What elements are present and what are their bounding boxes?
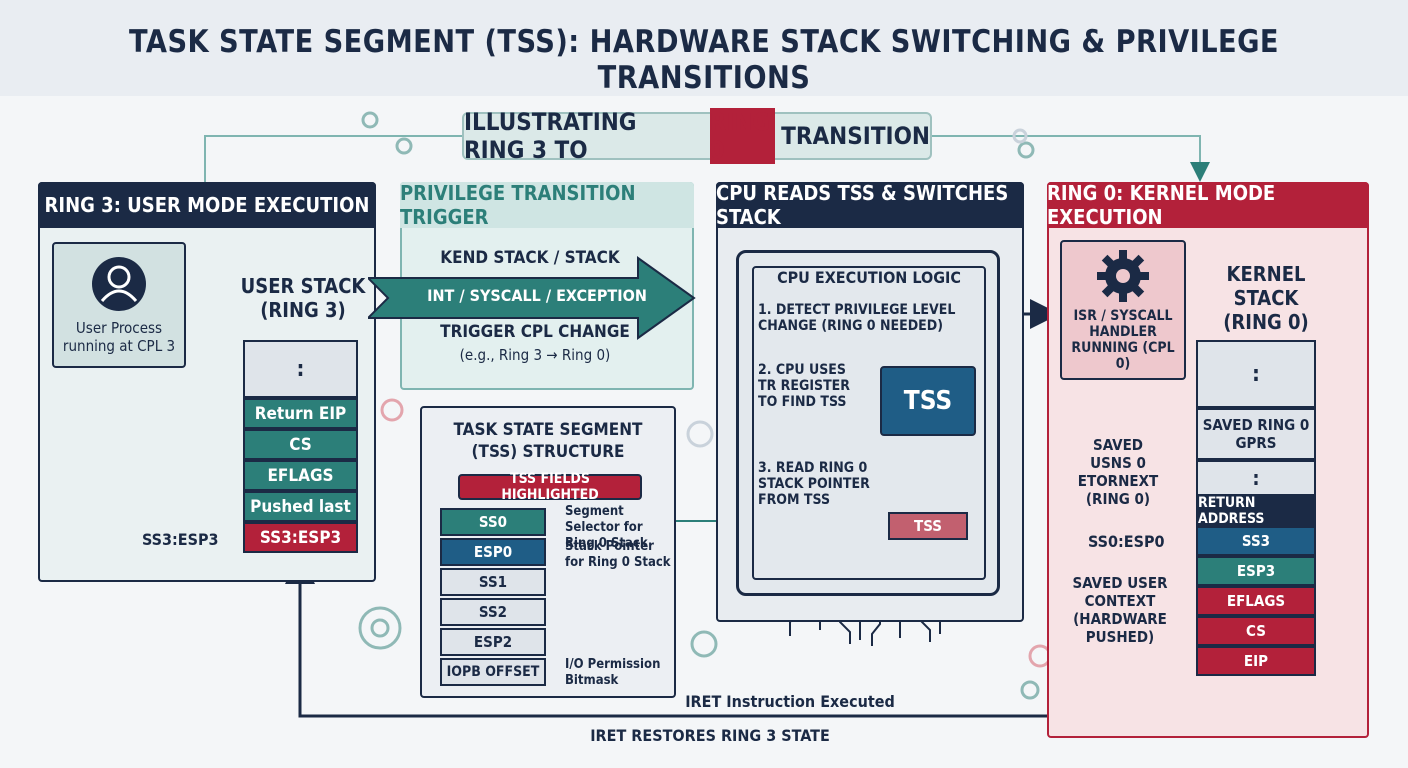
title-bar [0,0,1408,96]
trigger-bottom-line1: TRIGGER CPL CHANGE [440,322,630,342]
kernel-stack-pointer-label: SS0:ESP0 [1088,532,1165,551]
tss-chip-box: TSS [880,366,976,436]
tss-field: SS0 [440,508,546,536]
kernel-stack-slot: CS [1196,616,1316,646]
kernel-stack-slot: RETURN ADDRESS [1196,495,1316,527]
handler-card: ISR / SYSCALL HANDLER RUNNING (CPL 0) [1060,240,1186,380]
tss-note-esp0: Stack Pointer for Ring 0 Stack [565,539,671,570]
tss-fields-badge: TSS FIELDS HIGHLIGHTED [458,471,642,503]
cpu-logic-box [752,266,986,580]
user-stack-slot: CS [243,429,358,460]
trigger-header: PRIVILEGE TRANSITION TRIGGER [400,181,694,229]
iret-restores-label: IRET RESTORES RING 3 STATE [590,726,830,745]
kernel-stack-slot: EFLAGS [1196,586,1316,616]
user-stack-pointer-label: SS3:ESP3 [142,530,219,549]
tss-field: ESP2 [440,628,546,656]
handler-label: ISR / SYSCALL HANDLER RUNNING (CPL 0) [1071,308,1175,372]
kernel-stack-slot: SAVED RING 0 GPRS [1196,408,1316,460]
trigger-arrow-text: INT / SYSCALL / EXCEPTION [427,286,647,305]
user-stack-slot: : [243,340,358,398]
user-stack-slot: SS3:ESP3 [243,522,358,553]
user-stack-slot: EFLAGS [243,460,358,491]
cpu-step-1: 1. DETECT PRIVILEGE LEVEL CHANGE (RING 0… [758,302,956,334]
cpu-header: CPU READS TSS & SWITCHES STACK [716,181,1024,229]
iret-executed-label: IRET Instruction Executed [685,692,895,711]
tss-field: ESP0 [440,538,546,566]
kernel-stack-title: KERNEL STACK (RING 0) [1223,262,1309,334]
kernel-stack-slot: : [1196,460,1316,496]
kernel-stack-slot: EIP [1196,646,1316,676]
tss-field: IOPB OFFSET [440,658,546,686]
cpu-step-3: 3. READ RING 0 STACK POINTER FROM TSS [758,460,870,508]
ring0-header: RING 0: KERNEL MODE EXECUTION [1047,181,1369,229]
tss-small-box: TSS [888,512,968,540]
cpu-logic-title: CPU EXECUTION LOGIC [777,267,961,287]
user-stack-slot: Pushed last [243,491,358,522]
tss-structure-title: TASK STATE SEGMENT (TSS) STRUCTURE [453,420,643,462]
user-stack: : Return EIP CS EFLAGS Pushed last SS3:E… [243,340,358,553]
tss-field: SS2 [440,598,546,626]
user-stack-title: USER STACK (RING 3) [240,274,366,322]
tss-note-ss0: Segment Selector for Ring 0 Stack [565,504,648,551]
ring3-header: RING 3: USER MODE EXECUTION [38,182,376,228]
subtitle-pre: ILLUSTRATING RING 3 TO [464,108,637,164]
user-stack-slot: Return EIP [243,398,358,429]
kernel-stack-slot: ESP3 [1196,556,1316,586]
saved-ring0-label: SAVED USNS 0 ETORNEXT (RING 0) [1077,436,1159,508]
page-title: TASK STATE SEGMENT (TSS): HARDWARE STACK… [128,24,1280,96]
cpu-step-2: 2. CPU USES TR REGISTER TO FIND TSS [758,362,850,410]
trigger-top-text: KEND STACK / STACK [440,248,620,268]
tss-note-iopb: I/O Permission Bitmask [565,657,661,688]
user-process-card: User Process running at CPL 3 [52,242,186,368]
gear-icon [1097,250,1149,302]
kernel-stack: : SAVED RING 0 GPRS : RETURN ADDRESS SS3… [1196,340,1316,676]
transition-arrow [368,256,696,340]
user-process-label: User Process running at CPL 3 [62,319,176,355]
subtitle-post: TRANSITION [781,122,930,150]
subtitle-banner: ILLUSTRATING RING 3 TO RING 0 TRANSITION [462,108,932,164]
saved-user-context-label: SAVED USER CONTEXT (HARDWARE PUSHED) [1072,574,1168,646]
kernel-stack-slot: : [1196,340,1316,408]
tss-field: SS1 [440,568,546,596]
subtitle-highlight: RING 0 [709,108,776,164]
kernel-stack-slot: SS3 [1196,526,1316,556]
trigger-bottom-line2: (e.g., Ring 3 → Ring 0) [459,346,611,364]
user-icon [92,257,146,311]
tss-field-list: SS0 ESP0 SS1 SS2 ESP2 IOPB OFFSET [440,508,546,686]
